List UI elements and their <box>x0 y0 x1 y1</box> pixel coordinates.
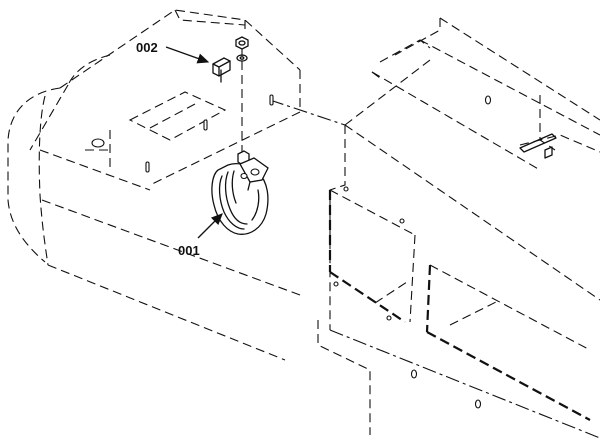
callout-label-001: 001 <box>178 243 200 258</box>
callout-label-002: 002 <box>136 40 158 55</box>
slot-3 <box>269 94 274 106</box>
chassis-panel-assembly <box>317 17 600 439</box>
front-housing-assembly <box>7 9 346 361</box>
mount-hole-left <box>91 138 105 148</box>
top-slot <box>484 95 492 105</box>
bolt-stack <box>235 36 250 166</box>
callout-002: 002 <box>136 40 210 64</box>
lower-slot-2 <box>474 399 482 409</box>
slot-2 <box>145 161 150 173</box>
callout-001: 001 <box>178 213 223 258</box>
slot-1 <box>203 119 208 131</box>
part-002-clip <box>212 57 231 83</box>
part-001-horn <box>211 157 269 235</box>
lower-slot <box>410 369 418 379</box>
